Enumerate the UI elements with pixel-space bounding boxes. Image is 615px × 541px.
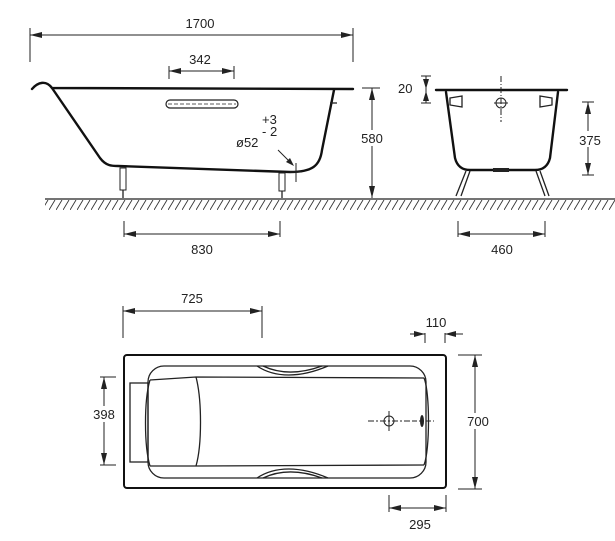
dim-label: 342 bbox=[189, 52, 211, 67]
leg-left bbox=[119, 167, 127, 198]
tolerance-plus: +3 bbox=[262, 112, 277, 127]
dim-label: 460 bbox=[491, 242, 513, 257]
tolerance-minus: - 2 bbox=[262, 124, 277, 139]
top-view: 725 110 398 700 295 bbox=[88, 291, 494, 532]
ground-line bbox=[45, 198, 615, 210]
handle-side bbox=[165, 99, 239, 109]
dim-label: 580 bbox=[361, 131, 383, 146]
dim-height: 580 bbox=[358, 87, 386, 198]
dim-handle-width: 342 bbox=[168, 52, 235, 79]
dim-label: 725 bbox=[181, 291, 203, 306]
dim-overflow-height: 375 bbox=[576, 101, 604, 176]
dim-overall-width: 700 bbox=[458, 354, 494, 490]
dim-label: 20 bbox=[398, 81, 412, 96]
handle-top bbox=[256, 365, 329, 376]
drain-icon bbox=[368, 411, 410, 431]
tub-side-outline bbox=[30, 81, 355, 198]
leg-right bbox=[278, 172, 286, 198]
overflow-icon bbox=[412, 415, 434, 427]
headrest bbox=[129, 382, 149, 463]
dim-label: 295 bbox=[409, 517, 431, 532]
dim-label: 830 bbox=[191, 242, 213, 257]
side-view: 1700 342 580 830 +3 - 2 ø52 bbox=[29, 16, 386, 257]
dim-rim-thickness: 20 bbox=[398, 75, 431, 104]
dim-end-leg-spacing: 460 bbox=[457, 221, 546, 257]
dim-overflow-offset: 110 bbox=[410, 315, 463, 343]
dim-drain-position: 295 bbox=[388, 495, 447, 532]
dim-label: 398 bbox=[93, 407, 115, 422]
dim-leg-spacing: 830 bbox=[123, 221, 281, 257]
dim-headrest-width: 398 bbox=[88, 376, 118, 466]
handle-bottom bbox=[256, 468, 329, 479]
dim-handle-position: 725 bbox=[122, 291, 263, 338]
dim-label: 1700 bbox=[186, 16, 215, 31]
drain-marker bbox=[277, 149, 302, 182]
dim-label: 700 bbox=[467, 414, 489, 429]
dim-overall-length: 1700 bbox=[29, 16, 354, 62]
drain-annotation: +3 - 2 ø52 bbox=[236, 112, 277, 150]
end-view: 20 375 460 bbox=[398, 75, 604, 257]
drain-diameter: ø52 bbox=[236, 135, 258, 150]
dim-label: 375 bbox=[579, 133, 601, 148]
tub-outer-rim bbox=[123, 354, 447, 489]
dim-label: 110 bbox=[426, 315, 447, 330]
